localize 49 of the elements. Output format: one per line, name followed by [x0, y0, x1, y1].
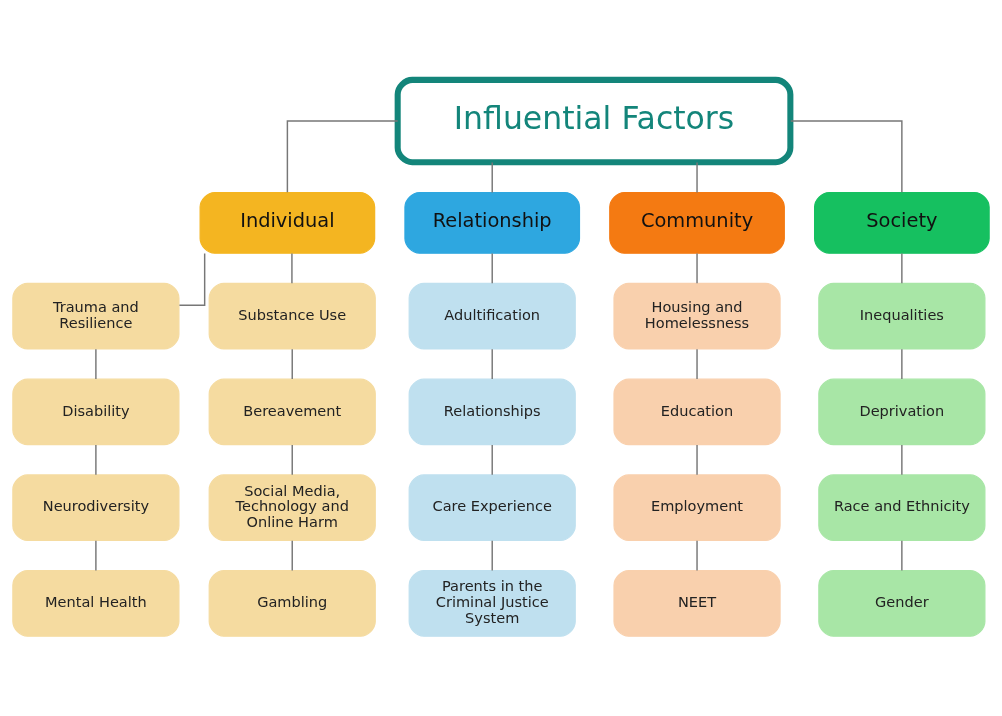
node-box: NEET [613, 570, 781, 637]
node-box: Race and Ethnicity [818, 474, 986, 541]
connector [491, 348, 493, 380]
connector [291, 539, 293, 572]
connector [178, 252, 206, 306]
connector [95, 444, 97, 476]
connector [491, 539, 493, 572]
node-box: Community [609, 191, 785, 254]
connector [901, 444, 903, 476]
node-box: Inequalities [818, 282, 986, 350]
node-box: Housing and Homelessness [613, 282, 781, 350]
node-box: Adultification [408, 282, 576, 350]
node-box: Gambling [208, 570, 376, 637]
connector [696, 348, 698, 380]
connector [491, 161, 493, 194]
connector [696, 539, 698, 572]
connector [901, 252, 903, 285]
node-box: Mental Health [12, 570, 180, 637]
connector [901, 539, 903, 572]
node-box: Influential Factors [394, 76, 794, 166]
connector [291, 444, 293, 476]
connector [696, 252, 698, 285]
node-box: Gender [818, 570, 986, 637]
node-box: Individual [199, 191, 376, 254]
connector [696, 161, 698, 194]
connector [291, 252, 293, 285]
node-box: Society [814, 191, 990, 254]
connector [790, 120, 903, 194]
node-box: Substance Use [208, 282, 376, 350]
connector [95, 539, 97, 572]
node-box: Parents in the Criminal Justice System [408, 570, 576, 637]
connector [491, 444, 493, 476]
node-box: Trauma and Resilience [12, 282, 180, 350]
node-box: Relationship [404, 191, 581, 254]
connector [491, 252, 493, 285]
node-box: Employment [613, 474, 781, 541]
node-box: Social Media, Technology and Online Harm [208, 474, 376, 541]
connector [291, 348, 293, 380]
connector [95, 348, 97, 380]
node-box: Care Experience [408, 474, 576, 541]
connector [901, 348, 903, 380]
connector [286, 120, 399, 194]
node-box: Neurodiversity [12, 474, 180, 541]
node-box: Bereavement [208, 378, 376, 446]
connector [696, 444, 698, 476]
node-box: Education [613, 378, 781, 446]
node-box: Deprivation [818, 378, 986, 446]
node-box: Disability [12, 378, 180, 446]
node-box: Relationships [408, 378, 576, 446]
